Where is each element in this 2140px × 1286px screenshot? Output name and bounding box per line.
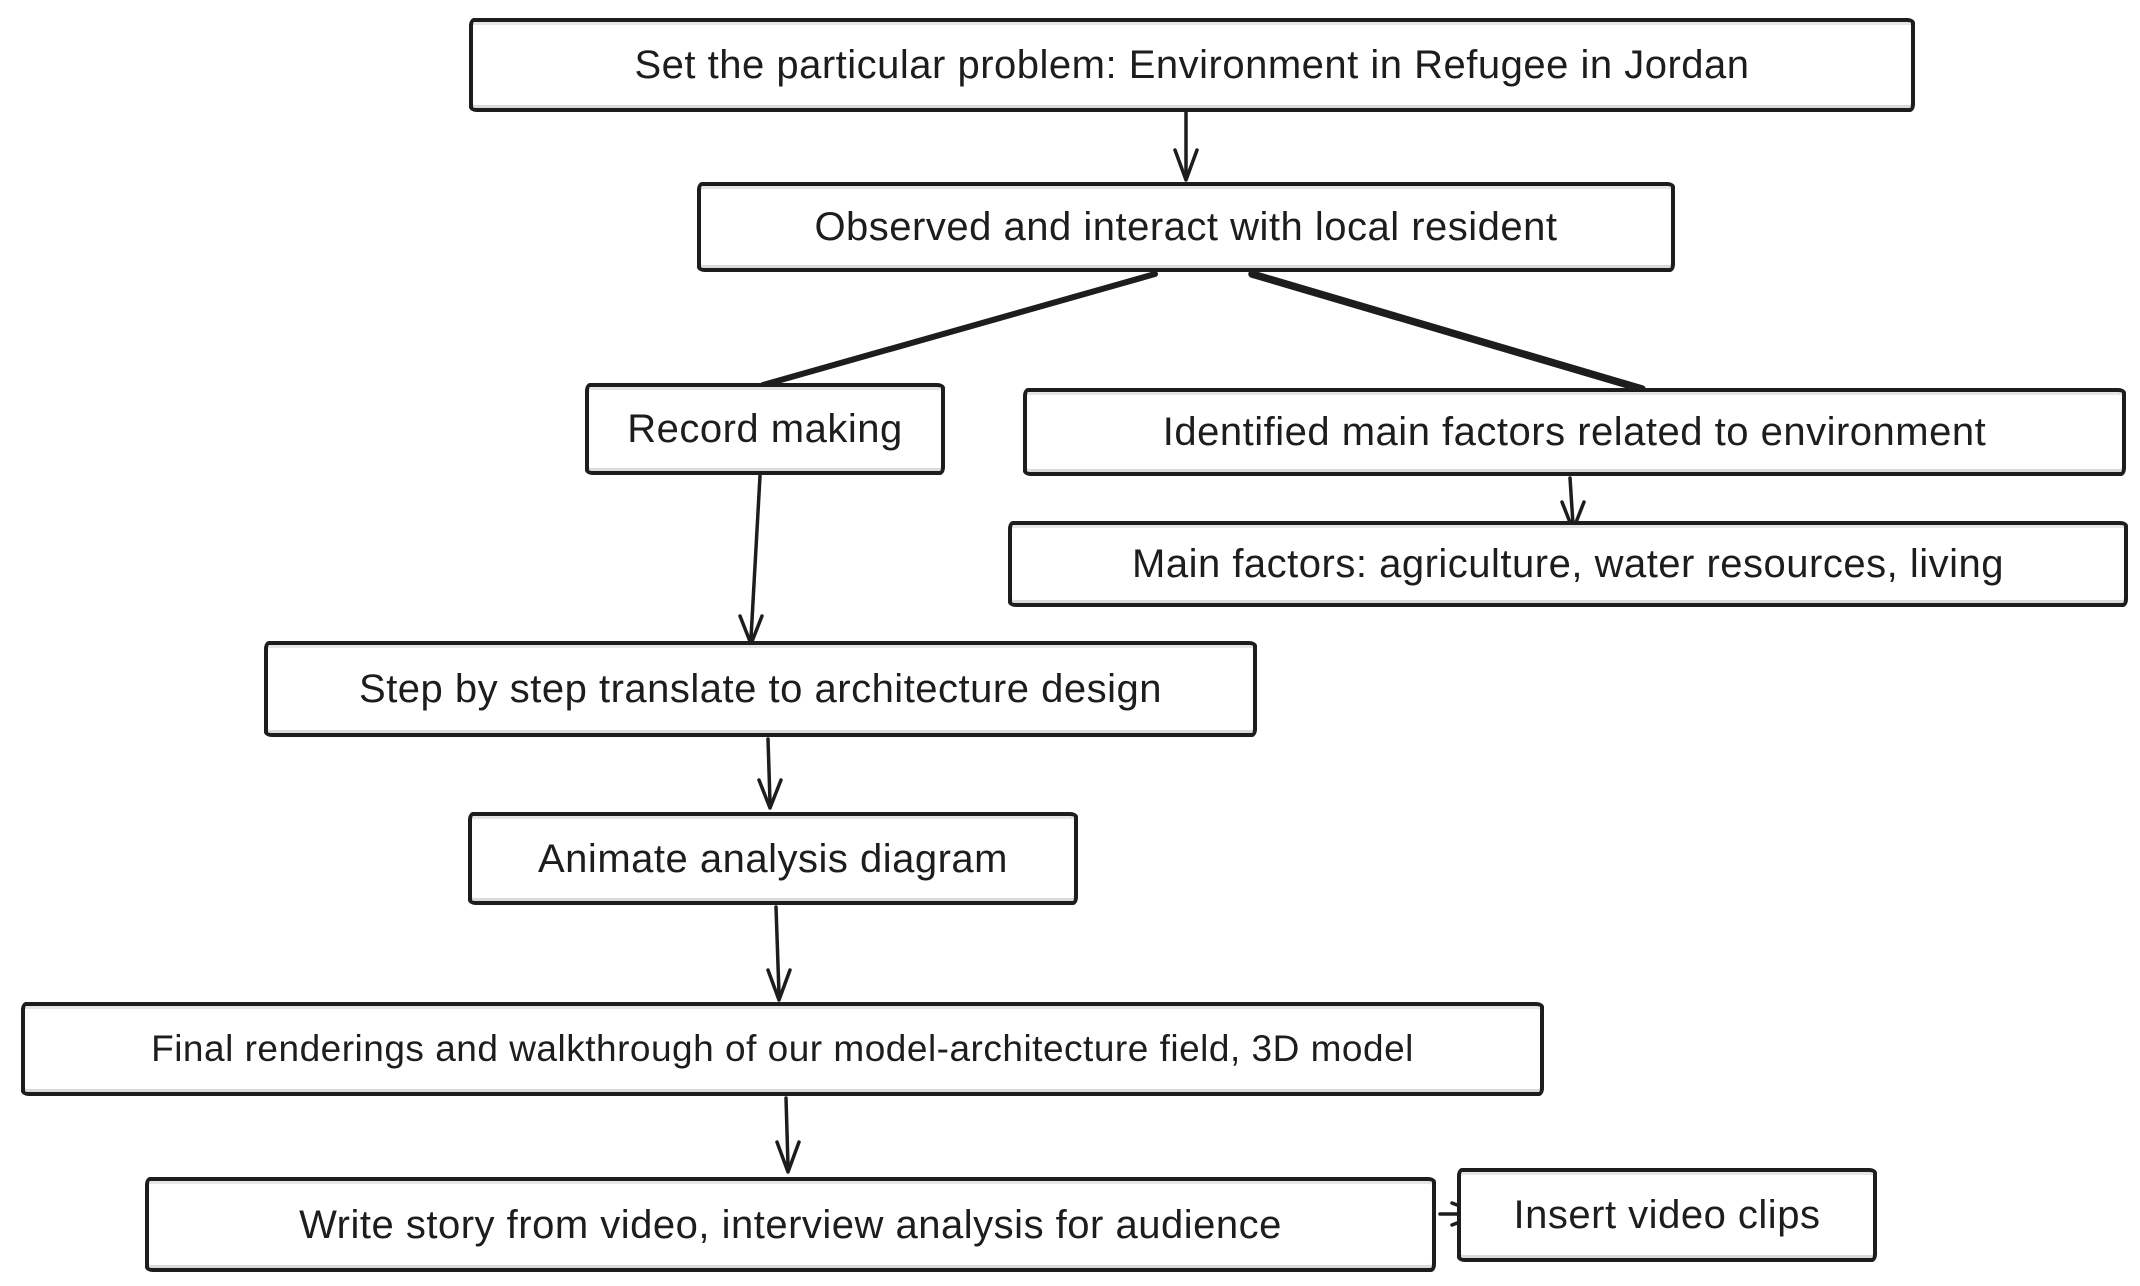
arrowhead-down-icon bbox=[775, 1140, 801, 1174]
edge-record-to-translate bbox=[738, 474, 764, 646]
edge-final-to-write bbox=[775, 1096, 801, 1174]
node-main-factors-label: Main factors: agriculture, water resourc… bbox=[1132, 542, 2004, 586]
node-animate-diagram-label: Animate analysis diagram bbox=[538, 836, 1008, 881]
node-main-factors: Main factors: agriculture, water resourc… bbox=[1008, 521, 2128, 607]
node-write-story: Write story from video, interview analys… bbox=[145, 1177, 1436, 1272]
node-final-renderings: Final renderings and walkthrough of our … bbox=[21, 1002, 1544, 1096]
node-insert-clips: Insert video clips bbox=[1457, 1168, 1877, 1262]
arrowhead-down-icon bbox=[766, 968, 792, 1002]
arrowhead-down-icon bbox=[738, 614, 764, 646]
arrowhead-down-icon bbox=[757, 778, 783, 810]
edge-observed-to-record bbox=[760, 271, 1158, 388]
node-translate-architecture-label: Step by step translate to architecture d… bbox=[359, 667, 1162, 711]
edge-set-problem-to-observed bbox=[1173, 110, 1199, 182]
node-record-making-label: Record making bbox=[627, 407, 903, 451]
node-set-problem: Set the particular problem: Environment … bbox=[469, 18, 1915, 112]
node-identified-factors-label: Identified main factors related to envir… bbox=[1162, 410, 1987, 454]
node-record-making: Record making bbox=[585, 383, 945, 475]
edge-translate-to-animate bbox=[757, 737, 783, 810]
edge-observed-to-identified bbox=[1248, 270, 1646, 393]
node-final-renderings-label: Final renderings and walkthrough of our … bbox=[151, 1027, 1414, 1069]
node-animate-diagram: Animate analysis diagram bbox=[468, 812, 1078, 905]
edge-animate-to-final bbox=[766, 905, 792, 1002]
node-set-problem-label: Set the particular problem: Environment … bbox=[634, 43, 1750, 87]
arrowhead-down-icon bbox=[1173, 148, 1199, 182]
node-write-story-label: Write story from video, interview analys… bbox=[299, 1202, 1282, 1247]
node-observed-interact: Observed and interact with local residen… bbox=[697, 182, 1675, 272]
node-identified-factors: Identified main factors related to envir… bbox=[1023, 388, 2126, 476]
node-observed-interact-label: Observed and interact with local residen… bbox=[814, 205, 1558, 249]
node-translate-architecture: Step by step translate to architecture d… bbox=[264, 641, 1257, 737]
node-insert-clips-label: Insert video clips bbox=[1513, 1193, 1821, 1237]
